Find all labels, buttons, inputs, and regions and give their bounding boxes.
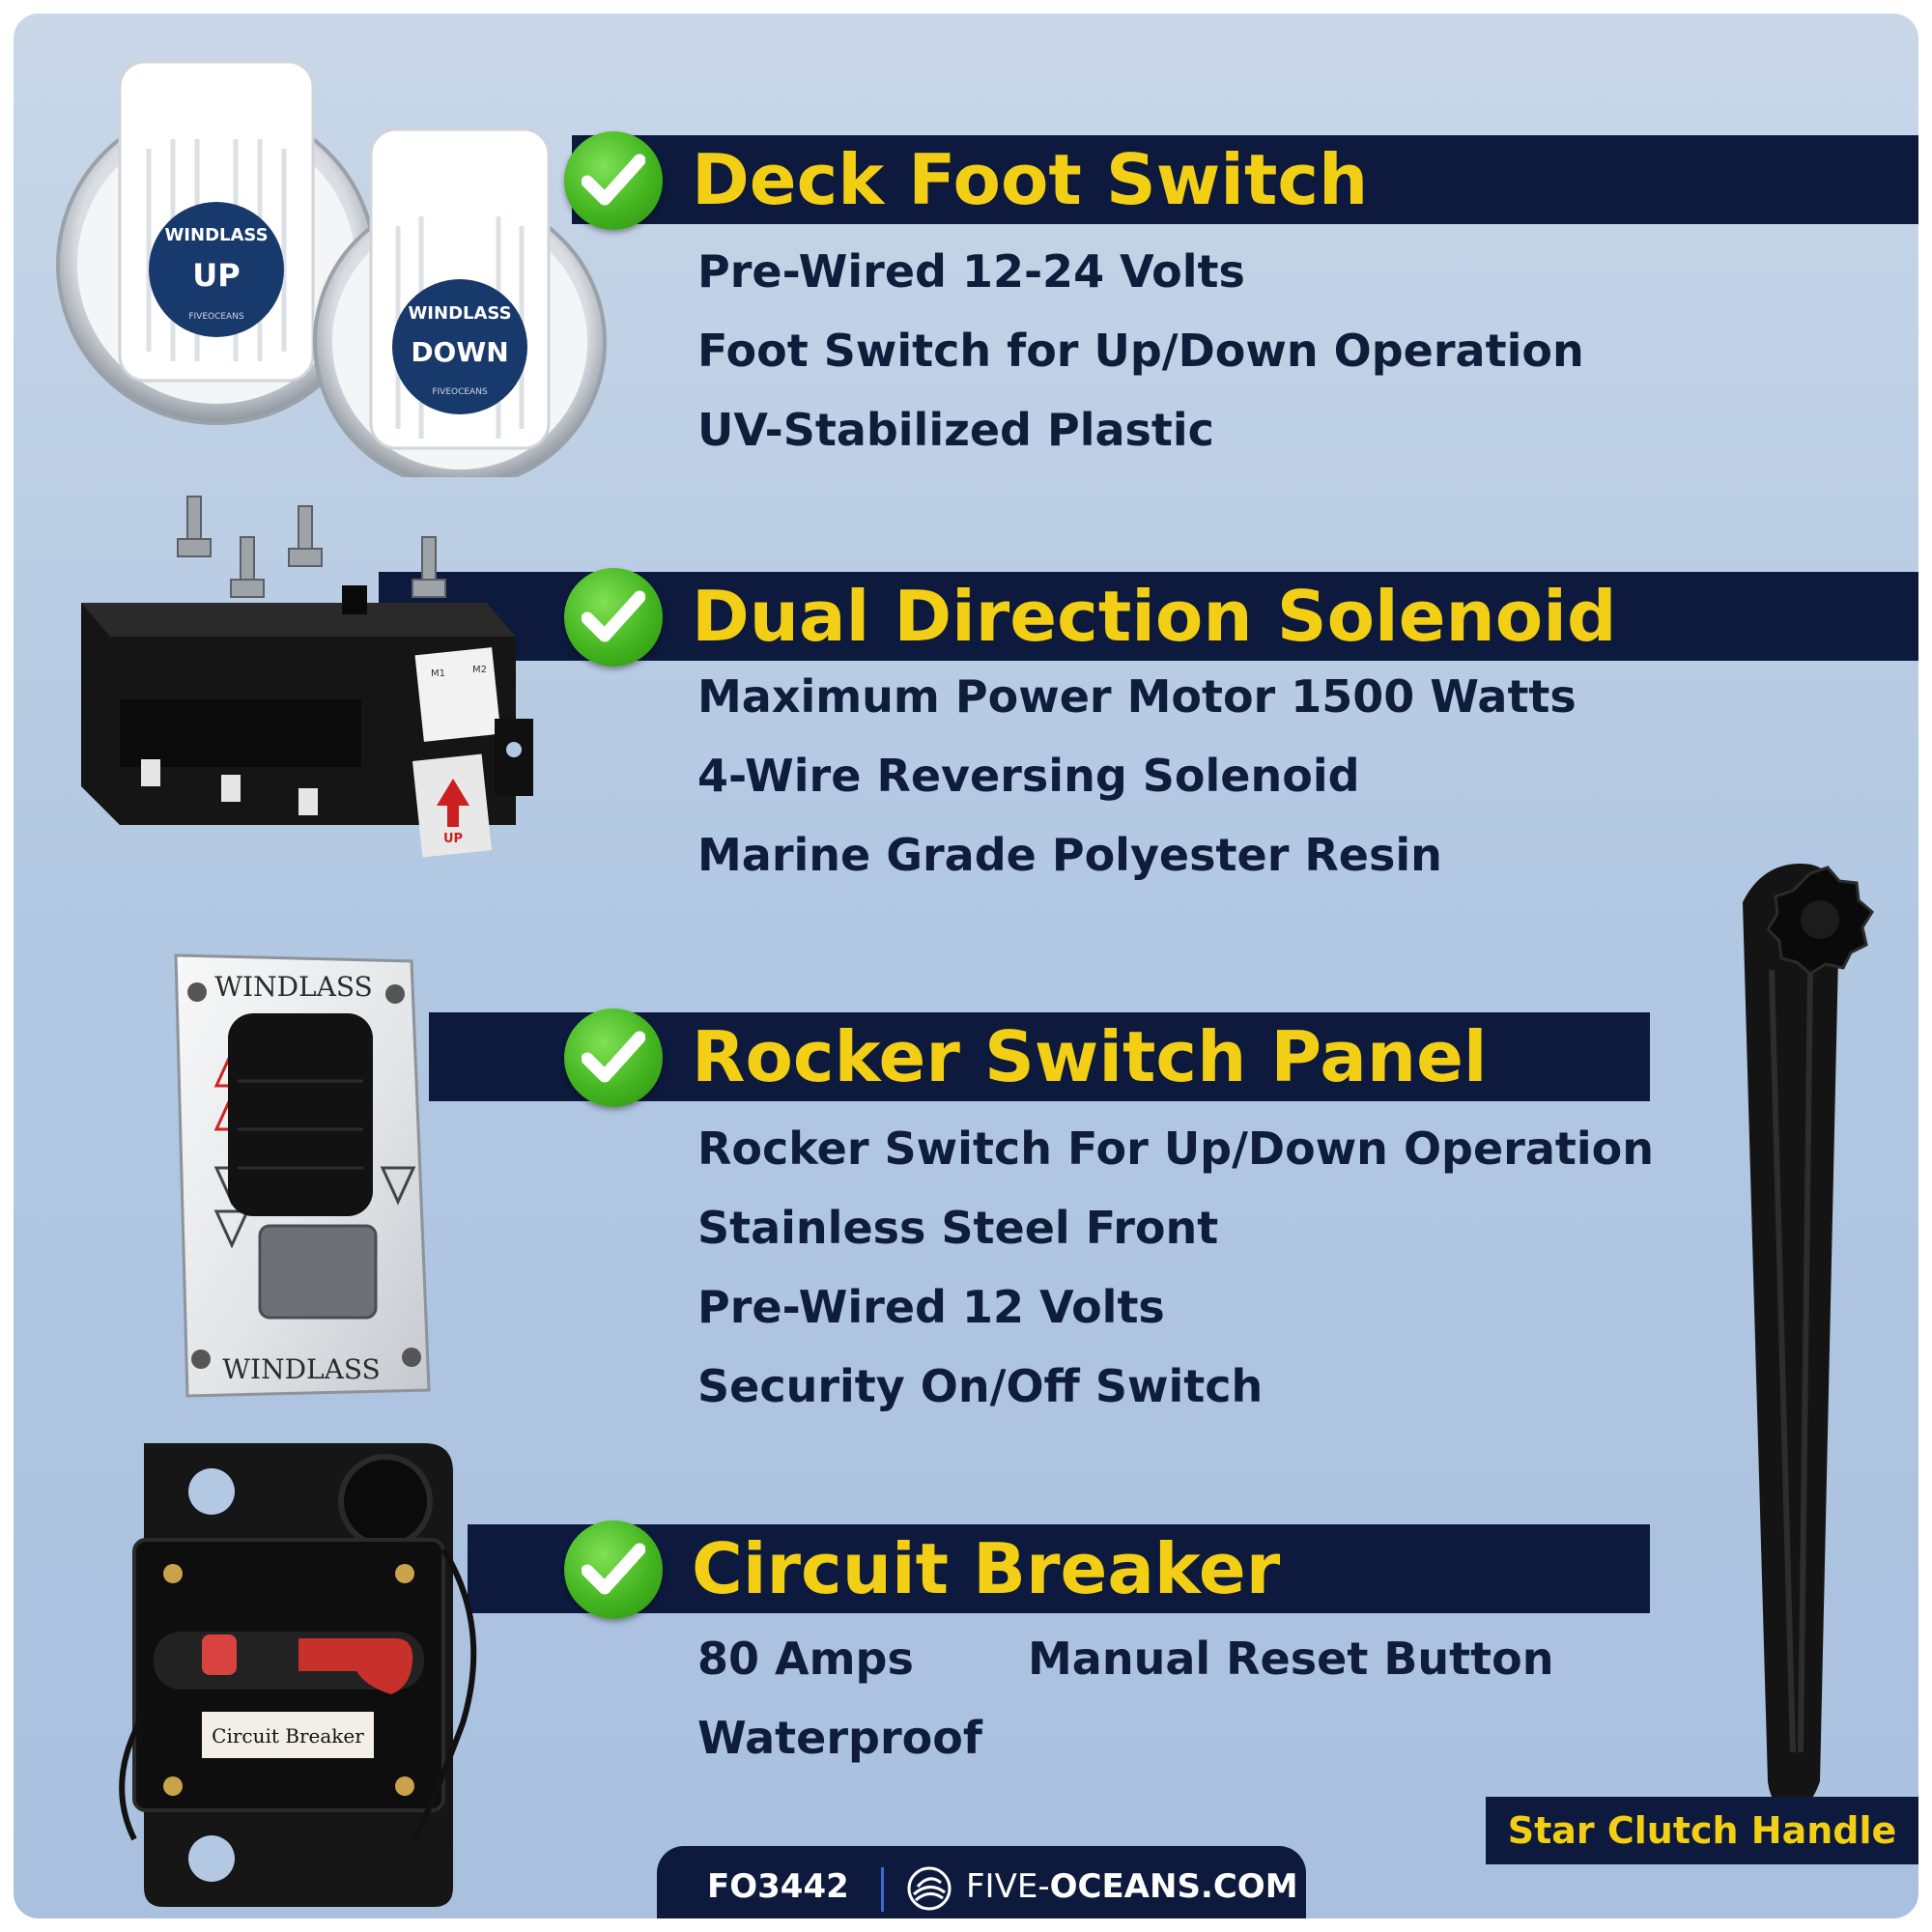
solenoid-image: M1 M2 UP: [81, 496, 533, 858]
globe-logo-icon: [907, 1866, 952, 1911]
feature-text: Pre-Wired 12 Volts: [697, 1281, 1165, 1333]
website-link[interactable]: FIVE-OCEANS.COM: [966, 1867, 1298, 1906]
panel-top-text: WINDLASS: [214, 971, 372, 1003]
heading-solenoid: Dual Direction Solenoid: [692, 576, 1617, 657]
footer-bar: FO3442 FIVE-OCEANS.COM: [657, 1846, 1306, 1918]
up-sticker-text: UP: [443, 832, 463, 846]
feature-text: Waterproof: [697, 1712, 982, 1764]
check-icon: [564, 568, 663, 667]
svg-text:FIVEOCEANS: FIVEOCEANS: [432, 387, 488, 397]
feature-text: Rocker Switch For Up/Down Operation: [697, 1122, 1655, 1175]
feature-text: Pre-Wired 12-24 Volts: [697, 245, 1245, 298]
down-label-text: DOWN: [411, 336, 508, 368]
panel-bottom-text: WINDLASS: [222, 1353, 380, 1385]
info-card: Deck Foot Switch Pre-Wired 12-24 Volts F…: [14, 14, 1918, 1918]
svg-text:M1: M1: [431, 668, 445, 679]
feature-text: 80 Amps: [697, 1633, 914, 1685]
heading-rocker: Rocker Switch Panel: [692, 1016, 1488, 1097]
feature-text: 4-Wire Reversing Solenoid: [697, 750, 1360, 802]
footer-divider: [881, 1867, 884, 1912]
down-brand-text: WINDLASS: [408, 303, 511, 324]
feature-text: UV-Stabilized Plastic: [697, 404, 1214, 456]
rocker-panel-image: WINDLASS WINDLASS: [174, 953, 431, 1398]
heading-band-breaker: [468, 1524, 1650, 1613]
product-code: FO3442: [707, 1867, 849, 1906]
feature-text: Marine Grade Polyester Resin: [697, 829, 1442, 881]
heading-foot-switch: Deck Foot Switch: [692, 139, 1369, 220]
check-icon: [564, 1520, 663, 1619]
star-clutch-handle-label: Star Clutch Handle: [1486, 1797, 1918, 1864]
heading-band-foot-switch: [572, 135, 1918, 224]
up-brand-text: WINDLASS: [164, 225, 268, 245]
feature-text: Foot Switch for Up/Down Operation: [697, 325, 1584, 377]
circuit-breaker-image: Circuit Breaker: [119, 1443, 477, 1907]
feature-text: Maximum Power Motor 1500 Watts: [697, 670, 1577, 723]
svg-text:M2: M2: [472, 665, 487, 675]
breaker-label-text: Circuit Breaker: [212, 1724, 364, 1747]
svg-text:FIVEOCEANS: FIVEOCEANS: [188, 312, 244, 322]
feature-text: Manual Reset Button: [1028, 1633, 1554, 1685]
feature-text: Security On/Off Switch: [697, 1360, 1264, 1412]
foot-switch-image: WINDLASS UP FIVEOCEANS WINDLASS DOWN FIV…: [56, 60, 607, 477]
up-label-text: UP: [192, 257, 240, 294]
check-icon: [564, 131, 663, 230]
heading-breaker: Circuit Breaker: [692, 1528, 1281, 1609]
check-icon: [564, 1009, 663, 1107]
feature-text: Stainless Steel Front: [697, 1202, 1219, 1254]
star-clutch-handle-image: [1743, 864, 1874, 1810]
